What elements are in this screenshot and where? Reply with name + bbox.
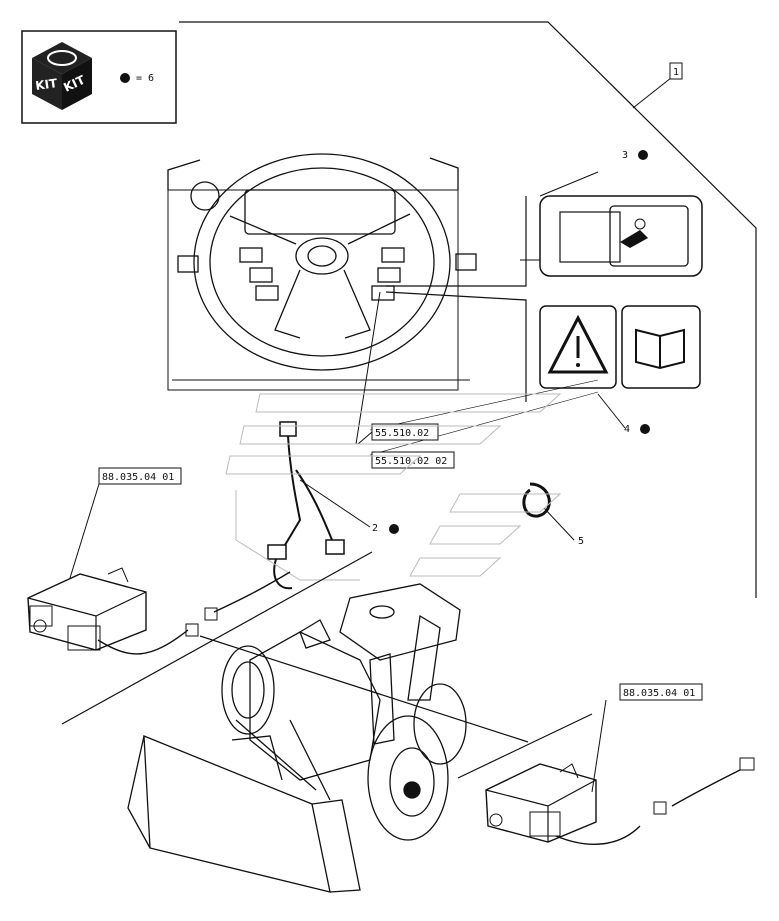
item-4-label: 4 [624,424,630,435]
reference-tags: 55.510.02 55.510.02 02 [355,291,455,469]
right-switch-cluster [371,247,477,301]
right-valve-assembly: 88.035.04 01 [485,683,755,845]
kit-cube-icon: KIT KIT [32,42,92,110]
kit-quantity: = 6 [136,73,154,84]
item-3-label: 3 [622,150,628,161]
item-2-harness: 2 [267,421,399,590]
item-4-bullet-icon [640,424,650,434]
left-switch-cluster [177,247,279,301]
ref-left-label: 88.035.04 01 [102,472,174,483]
left-valve-assembly: 88.035.04 01 [27,467,291,655]
ref-right-label: 88.035.04 01 [623,688,695,699]
item-2-bullet-icon [389,524,399,534]
kit-badge-left: KIT [34,76,58,93]
kit-bullet-icon [120,73,130,83]
steering-wheel-assembly [167,153,477,391]
item-4-decals: 4 [369,305,701,456]
item-1-callout: 1 [179,21,757,598]
ref-a-label: 55.510.02 [375,428,429,439]
item-1-label: 1 [673,67,679,78]
item-5-label: 5 [578,536,584,547]
item-3-switch: 3 [385,150,703,402]
item-3-bullet-icon [638,150,648,160]
manual-book-icon [635,328,685,370]
ref-b-label: 55.510.02 02 [375,456,447,467]
item-2-label: 2 [372,523,378,534]
front-loader-tractor [61,551,593,893]
item-5-clip: 5 [522,482,584,547]
watermark-graphic [225,393,562,581]
warning-triangle-icon [547,314,609,374]
kit-legend: KIT KIT = 6 [21,30,177,124]
